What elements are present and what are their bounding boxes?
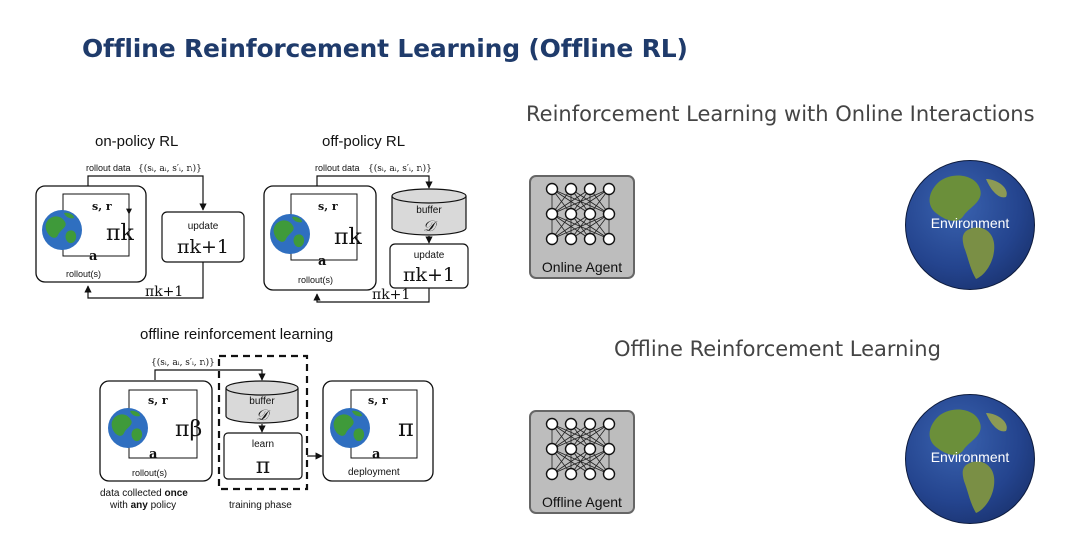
offline-environment-label: Environment	[930, 449, 1010, 465]
off-policy-buffer: buffer 𝒟	[391, 188, 467, 236]
off-policy-policy: πk	[334, 225, 362, 250]
offline-agent: Offline Agent	[529, 410, 635, 514]
training-phase-label: training phase	[229, 500, 292, 511]
on-policy-rollouts-label: rollout(s)	[66, 269, 101, 279]
offline-state-reward: s, r	[148, 394, 168, 407]
neural-network-icon	[545, 417, 616, 481]
training-phase-box	[217, 354, 309, 491]
online-agent-label: Online Agent	[541, 259, 623, 275]
off-policy-title: off-policy RL	[322, 133, 405, 150]
offline-buffer: buffer 𝒟	[225, 380, 299, 424]
neural-network-icon	[545, 182, 616, 246]
on-policy-action: a	[89, 249, 98, 264]
deployment-state-reward: s, r	[368, 394, 388, 407]
offline-environment: Environment	[905, 394, 1035, 524]
online-agent: Online Agent	[529, 175, 635, 279]
on-policy-tuple: {(sᵢ, aᵢ, s′ᵢ, rᵢ)}	[138, 163, 202, 174]
deployment-policy: π	[398, 414, 414, 442]
on-policy-update-policy: πk+1	[177, 236, 229, 258]
offline-buffer-symbol: 𝒟	[256, 406, 271, 424]
off-policy-buffer-symbol: 𝒟	[423, 217, 438, 235]
on-policy-rollout-data-label: rollout data	[86, 163, 131, 173]
off-policy-feedback-policy: πk+1	[372, 287, 410, 303]
offline-caption-line2: with any policy	[109, 500, 176, 511]
offline-section-heading: Offline Reinforcement Learning	[614, 337, 941, 361]
on-policy-feedback-policy: πk+1	[145, 284, 183, 300]
offline-behavior-policy: πβ	[175, 417, 202, 442]
on-policy-title: on-policy RL	[95, 133, 178, 150]
online-section-heading: Reinforcement Learning with Online Inter…	[526, 102, 1035, 126]
deployment-label: deployment	[348, 467, 400, 478]
off-policy-update-label: update	[414, 250, 445, 261]
off-policy-rollout-box	[263, 185, 377, 291]
off-policy-buffer-label: buffer	[416, 205, 442, 216]
off-policy-action: a	[318, 254, 327, 269]
deployment-action: a	[372, 447, 381, 462]
off-policy-tuple: {(sᵢ, aᵢ, s′ᵢ, rᵢ)}	[368, 163, 432, 174]
deployment-earth-icon	[330, 408, 370, 448]
offline-rollouts-label: rollout(s)	[132, 468, 167, 478]
off-policy-diagram: off-policy RL rollout data {(sᵢ, aᵢ, s′ᵢ…	[263, 133, 469, 303]
page-title: Offline Reinforcement Learning (Offline …	[82, 34, 688, 63]
offline-buffer-label: buffer	[249, 396, 275, 407]
on-policy-state-reward: s, r	[92, 200, 112, 213]
off-policy-update-policy: πk+1	[403, 264, 455, 286]
on-policy-policy: πk	[106, 221, 134, 246]
off-policy-earth-icon	[270, 214, 310, 254]
online-environment: Environment	[905, 160, 1035, 290]
earth-icon	[929, 409, 1007, 513]
offline-learn-label: learn	[252, 439, 274, 450]
on-policy-update-label: update	[188, 221, 219, 232]
offline-learned-policy: π	[256, 454, 270, 479]
offline-rl-diagram: offline reinforcement learning {(sᵢ, aᵢ,…	[99, 326, 434, 511]
on-policy-earth-icon	[42, 210, 82, 250]
offline-rollout-box	[99, 380, 213, 482]
online-environment-label: Environment	[930, 215, 1010, 231]
offline-action: a	[149, 447, 158, 462]
on-policy-diagram: on-policy RL rollout data {(sᵢ, aᵢ, s′ᵢ,…	[35, 133, 245, 300]
earth-icon	[929, 175, 1007, 279]
offline-earth-icon	[108, 408, 148, 448]
offline-title: offline reinforcement learning	[140, 326, 333, 343]
offline-agent-label: Offline Agent	[542, 494, 622, 510]
off-policy-rollout-data-label: rollout data	[315, 163, 360, 173]
offline-learn-box	[223, 432, 303, 480]
off-policy-state-reward: s, r	[318, 200, 338, 213]
off-policy-rollouts-label: rollout(s)	[298, 275, 333, 285]
offline-tuple: {(sᵢ, aᵢ, s′ᵢ, rᵢ)}	[151, 357, 215, 368]
offline-caption-line1: data collected once	[100, 488, 188, 499]
